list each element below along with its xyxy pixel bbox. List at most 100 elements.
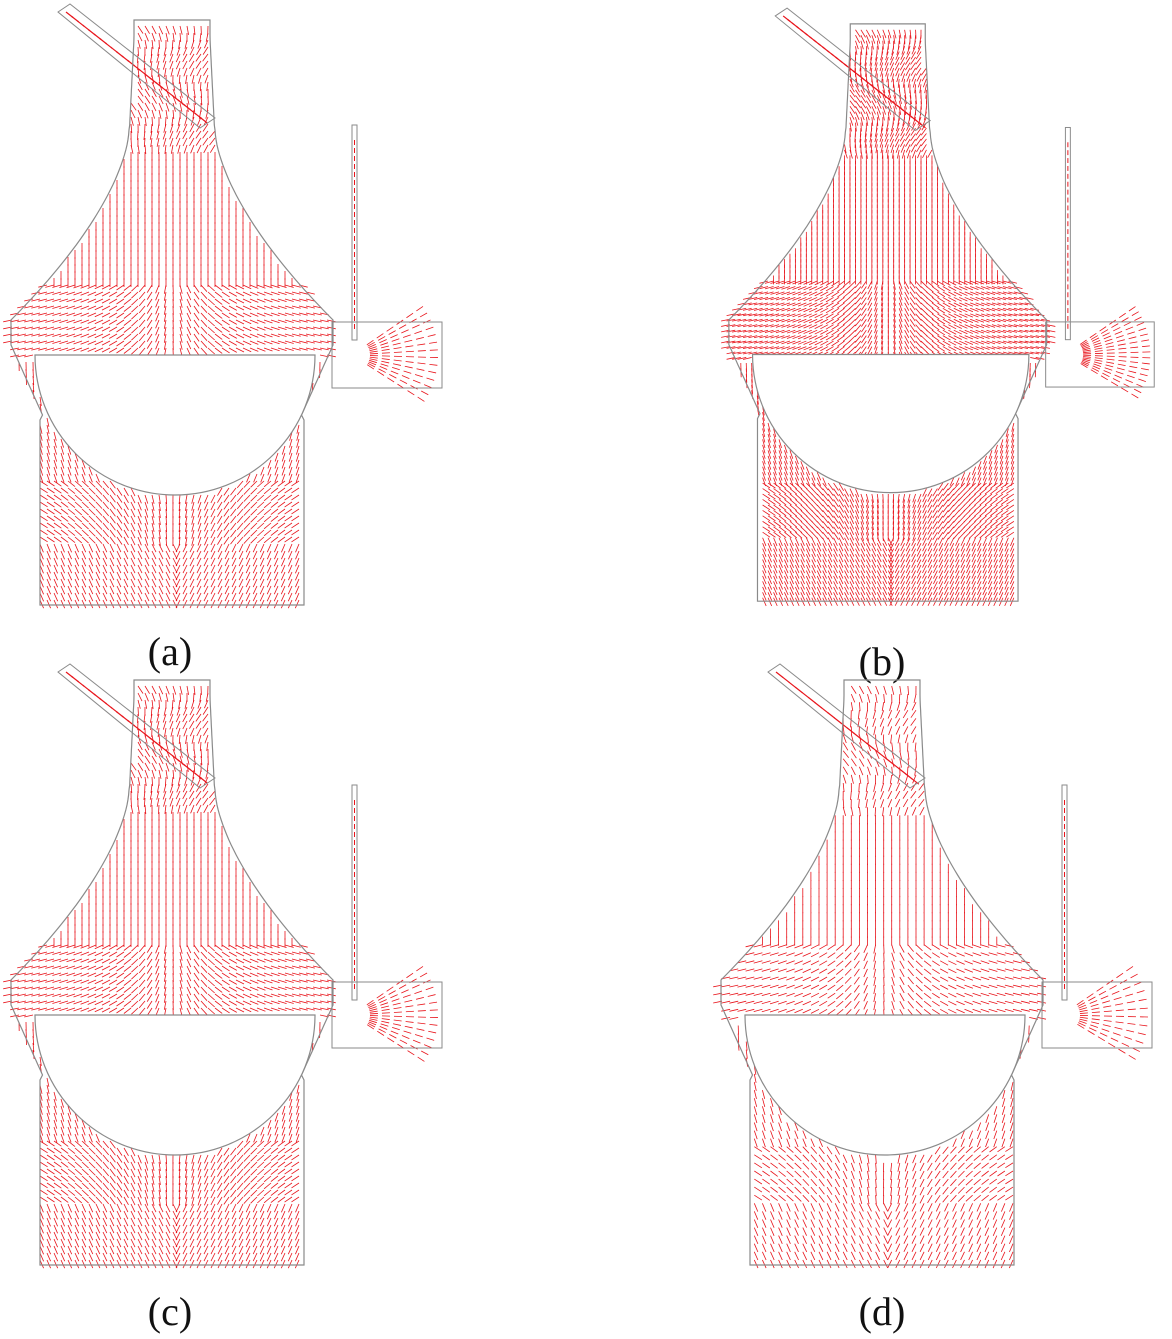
vector-arrow xyxy=(904,133,911,142)
vector-arrow xyxy=(953,313,962,319)
vector-arrow xyxy=(921,144,927,153)
vector-arrow xyxy=(73,291,83,296)
vector-arrow xyxy=(998,586,1004,596)
vector-arrow xyxy=(811,477,816,486)
vector-arrow xyxy=(814,291,823,297)
vector-arrow xyxy=(983,455,987,465)
vector-arrow xyxy=(805,477,811,486)
vector-arrow xyxy=(854,286,862,294)
vector-arrow xyxy=(789,570,794,579)
vector-arrow xyxy=(87,347,97,352)
vector-arrow xyxy=(993,472,998,481)
vector-arrow xyxy=(922,515,927,525)
vector-arrow xyxy=(980,313,990,318)
vector-arrow xyxy=(1130,361,1139,363)
vector-arrow xyxy=(191,536,195,546)
vector-arrow xyxy=(849,575,855,585)
vector-arrow xyxy=(893,84,896,94)
vector-arrow xyxy=(217,571,223,581)
vector-arrow xyxy=(1011,428,1015,438)
vector-arrow xyxy=(87,340,97,345)
vector-arrow xyxy=(53,438,57,448)
vector-arrow xyxy=(157,46,160,56)
vector-arrow xyxy=(762,422,766,432)
vector-arrow xyxy=(224,578,230,588)
vector-arrow xyxy=(1008,329,1018,333)
vector-arrow xyxy=(814,313,823,319)
vector-arrow xyxy=(948,340,957,346)
vector-arrow xyxy=(922,504,927,514)
vector-arrow xyxy=(193,88,196,98)
vector-arrow xyxy=(982,559,987,568)
vector-arrow xyxy=(922,537,927,546)
vector-arrow xyxy=(1008,291,1018,295)
vector-arrow xyxy=(884,127,889,137)
vector-arrow xyxy=(896,149,900,159)
vector-arrow xyxy=(295,571,300,581)
vector-arrow xyxy=(816,521,824,529)
vector-arrow xyxy=(214,319,223,326)
vector-arrow xyxy=(876,526,879,536)
vector-arrow xyxy=(1035,329,1045,333)
vector-arrow xyxy=(838,592,844,601)
vector-arrow xyxy=(732,335,741,338)
vector-arrow xyxy=(919,84,922,94)
vector-arrow xyxy=(144,74,148,84)
vector-arrow xyxy=(803,346,812,351)
vector-arrow xyxy=(855,504,860,514)
vector-arrow xyxy=(137,501,142,511)
vector-arrow xyxy=(887,575,893,585)
vector-arrow xyxy=(53,529,62,536)
vector-arrow xyxy=(235,291,245,297)
vector-arrow xyxy=(806,493,813,501)
vector-arrow xyxy=(158,494,161,504)
vector-arrow xyxy=(59,340,69,344)
vector-arrow xyxy=(1000,499,1009,505)
vector-arrow xyxy=(1030,346,1040,349)
vector-arrow xyxy=(822,521,829,529)
vector-arrow xyxy=(907,515,911,525)
vector-arrow xyxy=(789,564,794,574)
vector-arrow xyxy=(778,526,787,533)
vector-arrow xyxy=(200,340,208,348)
vector-arrow xyxy=(1134,316,1142,321)
vector-arrow xyxy=(1035,340,1045,344)
vector-arrow xyxy=(291,326,301,330)
vector-arrow xyxy=(263,298,273,303)
vector-arrow xyxy=(53,515,62,522)
vector-arrow xyxy=(81,529,89,537)
vector-arrow xyxy=(158,88,164,98)
vector-arrow xyxy=(405,345,414,348)
vector-arrow xyxy=(871,111,875,121)
vector-arrow xyxy=(274,459,279,469)
vector-arrow xyxy=(898,335,903,345)
vector-arrow xyxy=(900,570,905,579)
vector-arrow xyxy=(916,592,922,601)
vector-arrow xyxy=(224,592,230,602)
vector-arrow xyxy=(53,543,58,553)
vector-arrow xyxy=(252,543,258,553)
vector-arrow xyxy=(849,111,855,120)
vector-arrow xyxy=(231,543,237,553)
vector-arrow xyxy=(792,302,801,307)
vector-arrow xyxy=(860,521,865,530)
vector-arrow xyxy=(947,499,955,507)
vector-arrow xyxy=(163,312,167,322)
vector-arrow xyxy=(235,333,245,339)
vector-arrow xyxy=(953,499,960,507)
vector-arrow xyxy=(178,508,181,519)
vector-arrow xyxy=(927,575,933,585)
vector-arrow xyxy=(295,585,300,595)
vector-arrow xyxy=(45,305,55,309)
vector-arrow xyxy=(912,504,916,514)
vector-arrow xyxy=(953,340,962,346)
vector-arrow xyxy=(137,564,143,574)
vector-arrow xyxy=(144,578,150,588)
vector-arrow xyxy=(1019,307,1029,311)
vector-arrow xyxy=(773,493,781,500)
vector-arrow xyxy=(144,536,149,546)
vector-arrow xyxy=(909,297,916,305)
vector-arrow xyxy=(263,305,273,310)
vector-arrow xyxy=(797,340,807,345)
vector-arrow xyxy=(151,578,157,588)
